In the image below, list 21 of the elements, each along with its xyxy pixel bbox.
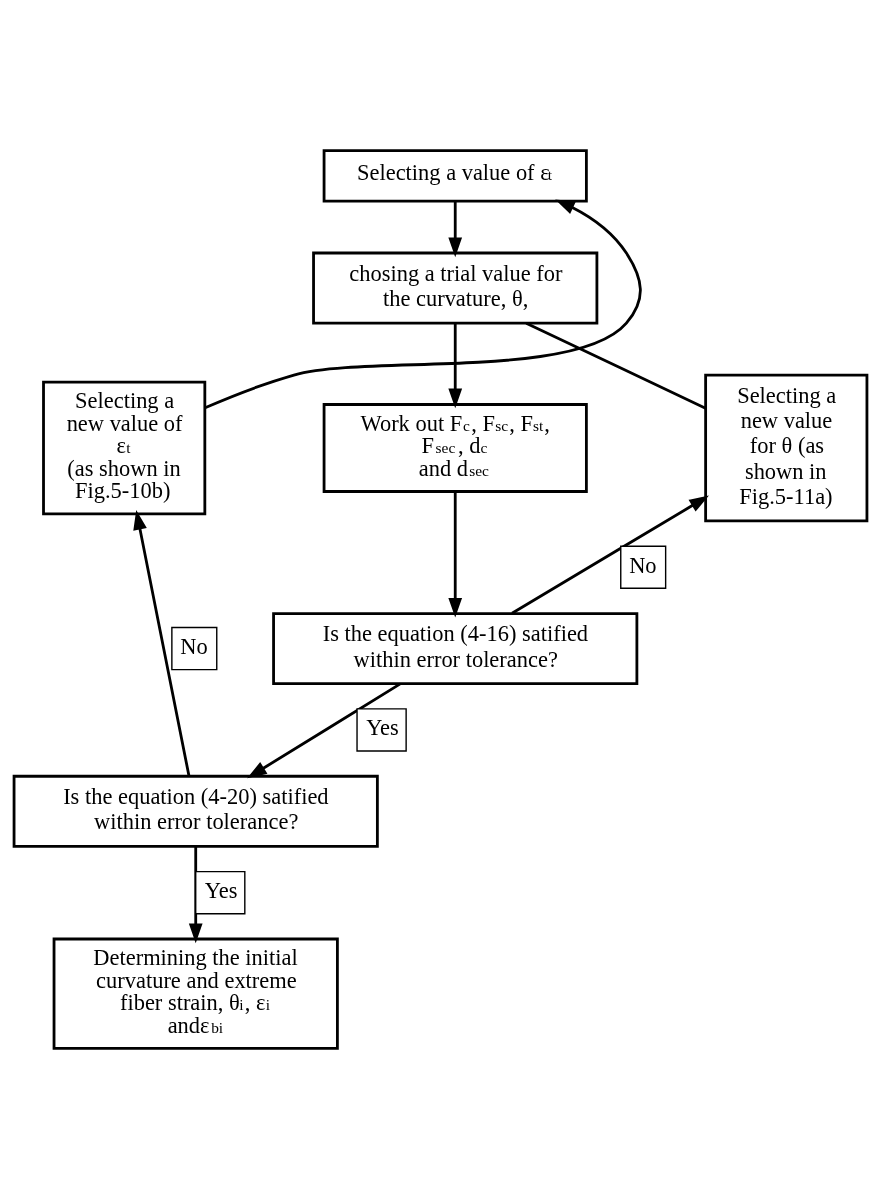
arrow [511,495,709,615]
edge-label: No [629,552,657,578]
node-box: Is the equation (4-20) satified within error tolerance? [12,774,379,848]
edge-label: Yes [204,878,238,904]
arrow [188,846,203,944]
arrow [448,491,463,618]
arrow [133,510,191,777]
edge-label: No [180,633,208,659]
arrow [247,682,401,779]
node-box: Selecting a new value of εt (as shown in Fig.5-10b) [42,380,207,516]
connector [525,321,707,410]
node-box: Is the equation (4-16) satified within error tolerance? [272,612,639,686]
arrow [204,199,642,409]
arrow [448,201,463,258]
node-box: Determining the initial curvature and extreme fiber strain, θi, εi andεbi [52,937,339,1050]
arrow [448,323,463,409]
edge-label: Yes [366,715,399,741]
node-box: Selecting a value of εt [322,149,588,203]
node-box: Selecting a new value for θ (as shown in Fig.5-11a) [704,373,869,523]
node-box: chosing a trial value for the curvature, θ, [312,251,599,325]
node-box: Work out Fc, Fsc, Fst, Fsec, dc and dsec [322,403,588,493]
